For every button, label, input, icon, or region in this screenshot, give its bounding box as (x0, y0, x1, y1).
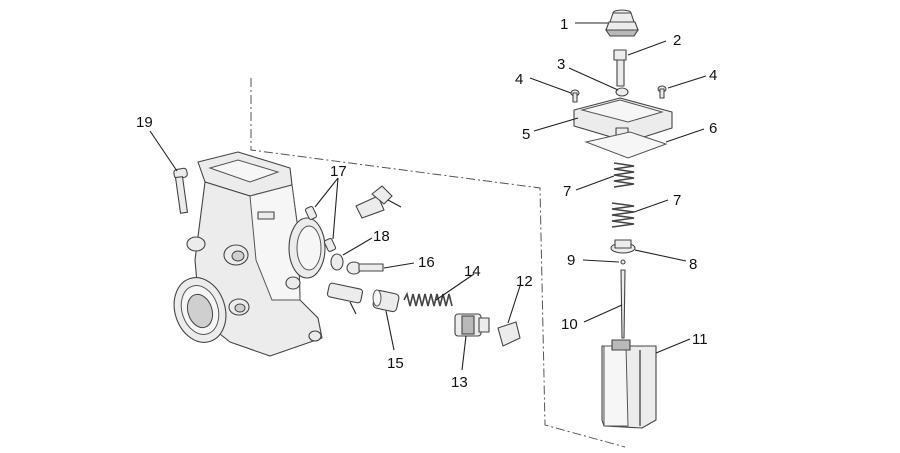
callout-10: 10 (561, 316, 578, 333)
callout-labels: 1 2 3 4 4 5 6 7 7 8 9 10 11 12 13 14 15 … (136, 16, 717, 391)
choke-fitting (326, 282, 364, 315)
callout-18: 18 (373, 228, 390, 245)
assembly-outline (250, 78, 626, 448)
callout-2: 2 (673, 32, 681, 49)
callout-8: 8 (689, 256, 697, 273)
carburetor-body (173, 151, 326, 357)
part-15-plunger (372, 289, 400, 313)
part-7-spring-upper (613, 162, 635, 188)
leader-lines (149, 22, 707, 371)
callout-7-upper: 7 (563, 183, 571, 200)
part-4-screw-right (657, 85, 667, 99)
elbow-fitting (355, 185, 402, 219)
part-19-bolt (173, 167, 189, 214)
part-18-washer (330, 253, 344, 271)
part-13-nut (454, 313, 490, 337)
callout-19: 19 (136, 114, 153, 131)
part-8-retainer (610, 239, 636, 254)
part-1-boot (604, 9, 640, 37)
callout-7-lower: 7 (673, 192, 681, 209)
part-10-needle (620, 269, 626, 339)
callout-9: 9 (567, 252, 575, 269)
callout-1: 1 (560, 16, 568, 33)
part-6-gasket (584, 131, 668, 159)
callout-13: 13 (451, 374, 468, 391)
part-2-stem (613, 49, 627, 87)
callout-16: 16 (418, 254, 435, 271)
callout-14: 14 (464, 263, 481, 280)
part-14-spring (403, 291, 453, 307)
callout-15: 15 (387, 355, 404, 372)
part-4-screw-left (570, 89, 580, 103)
callout-6: 6 (709, 120, 717, 137)
part-12-cap (497, 321, 521, 347)
part-17-jets (304, 205, 337, 253)
part-3-washer (615, 87, 629, 97)
callout-12: 12 (516, 273, 533, 290)
callout-11: 11 (692, 331, 708, 348)
callout-17: 17 (330, 163, 347, 180)
callout-5: 5 (522, 126, 530, 143)
part-9-clip (620, 259, 626, 265)
part-7-spring-lower (611, 202, 635, 228)
part-11-slide (601, 339, 657, 429)
part-16-screw (346, 261, 384, 275)
callout-3: 3 (557, 56, 565, 73)
callout-4-left: 4 (515, 71, 523, 88)
callout-4-right: 4 (709, 67, 717, 84)
